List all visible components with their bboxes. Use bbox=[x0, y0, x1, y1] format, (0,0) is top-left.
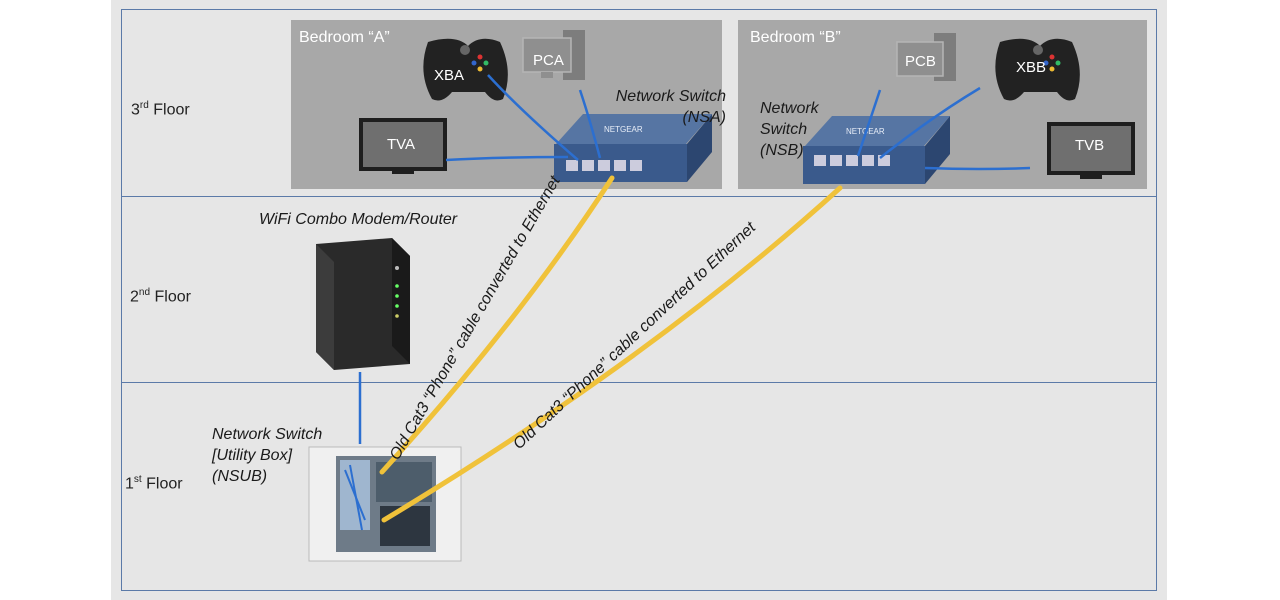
nsa-label: Network Switch (NSA) bbox=[615, 88, 726, 126]
pc-tower-pca-icon: PCA bbox=[522, 30, 585, 80]
xbb-label: XBB bbox=[1016, 59, 1046, 76]
network-switch-nsb-icon: NETGEAR bbox=[803, 116, 950, 184]
xbox-controller-xba-icon: XBA bbox=[423, 38, 508, 101]
tva-label: TVA bbox=[387, 136, 415, 153]
diagram-frame bbox=[121, 9, 1157, 591]
xba-label: XBA bbox=[434, 67, 464, 84]
floor-label-3: 3rd Floor bbox=[131, 100, 190, 119]
floor-label-2: 2nd Floor bbox=[130, 287, 191, 306]
pcb-label: PCB bbox=[905, 53, 936, 70]
modem-router-label: WiFi Combo Modem/Router bbox=[259, 211, 458, 228]
cat3-cables bbox=[379, 175, 843, 523]
tv-tvb-icon: TVB bbox=[1047, 122, 1135, 179]
pca-label: PCA bbox=[533, 52, 564, 69]
modem-router-icon bbox=[316, 238, 410, 370]
floor-label-1: 1st Floor bbox=[125, 474, 183, 493]
cat3-cable-b-label: Old Cat3 “Phone” cable converted to Ethe… bbox=[510, 219, 759, 453]
xbox-controller-xbb-icon: XBB bbox=[995, 38, 1080, 101]
tv-tva-icon: TVA bbox=[359, 118, 447, 174]
utility-box-icon bbox=[308, 446, 462, 562]
floor-divider-3-2 bbox=[121, 196, 1157, 197]
network-switch-nsa-icon: NETGEAR bbox=[554, 114, 712, 182]
svg-text:NETGEAR: NETGEAR bbox=[604, 125, 643, 134]
nsub-label: Network Switch [Utility Box] (NSUB) bbox=[212, 426, 323, 485]
bedroom-a-title: Bedroom “A” bbox=[299, 29, 390, 46]
pc-tower-pcb-icon: PCB bbox=[896, 33, 956, 81]
tvb-label: TVB bbox=[1075, 137, 1104, 154]
bedroom-b-title: Bedroom “B” bbox=[750, 29, 841, 46]
floor-divider-2-1 bbox=[121, 382, 1157, 383]
ethernet-cables bbox=[358, 74, 1031, 444]
nsb-label: Network Switch (NSB) bbox=[760, 100, 819, 159]
